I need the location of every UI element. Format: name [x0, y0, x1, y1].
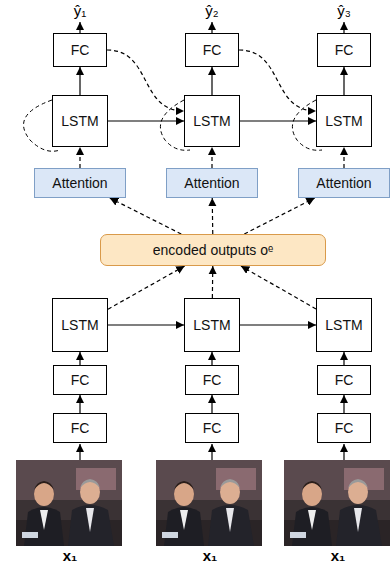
box-label: LSTM: [193, 317, 230, 333]
box-label: FC: [203, 42, 222, 58]
dashed-arrow: [107, 50, 184, 111]
attention-box: Attention: [34, 168, 126, 198]
input-arrow: [79, 444, 80, 460]
arrow: [79, 352, 80, 365]
dashed-arrow: [239, 50, 316, 111]
arrow: [79, 67, 80, 95]
lstm-cell: LSTM: [52, 298, 108, 352]
box-label: FC: [335, 420, 354, 436]
dashed-arrow: [79, 147, 80, 168]
box-label: Attention: [316, 175, 371, 191]
fc-layer: FC: [185, 33, 239, 67]
arrow: [108, 120, 184, 121]
fc-layer: FC: [317, 33, 371, 67]
dashed-arrow: [211, 147, 212, 168]
box-label: FC: [203, 420, 222, 436]
box-label: LSTM: [61, 113, 98, 129]
dashed-arrow: [343, 147, 344, 168]
arrow: [240, 324, 316, 325]
arrow: [108, 324, 184, 325]
output-label: ŷ₂: [205, 2, 218, 19]
fc-layer: FC: [185, 413, 239, 443]
lstm-cell: LSTM: [52, 95, 108, 147]
encoded-outputs: encoded outputs oᵉ: [100, 234, 326, 266]
input-label: x₁: [331, 547, 346, 564]
arrow: [343, 352, 344, 365]
arrow: [240, 120, 316, 121]
lstm-cell: LSTM: [184, 95, 240, 147]
box-label: FC: [71, 42, 90, 58]
arrow: [343, 67, 344, 95]
output-label: ŷ₃: [337, 2, 351, 19]
box-label: LSTM: [61, 317, 98, 333]
box-label: Attention: [52, 175, 107, 191]
arrow: [211, 395, 212, 413]
output-arrow: [79, 22, 80, 33]
box-label: LSTM: [193, 113, 230, 129]
box-label: LSTM: [325, 317, 362, 333]
arrow: [343, 395, 344, 413]
fc-layer: FC: [53, 413, 107, 443]
box-label: FC: [335, 372, 354, 388]
video-frame: [156, 460, 262, 546]
dashed-arrow: [212, 266, 214, 298]
fc-layer: FC: [317, 413, 371, 443]
input-arrow: [211, 444, 212, 460]
fc-layer: FC: [317, 365, 371, 395]
input-label: x₁: [63, 547, 78, 564]
box-label: LSTM: [325, 113, 362, 129]
arrow: [211, 352, 212, 365]
lstm-cell: LSTM: [316, 298, 372, 352]
input-arrow: [343, 444, 344, 460]
box-label: FC: [335, 42, 354, 58]
input-label: x₁: [203, 547, 218, 564]
box-label: FC: [71, 420, 90, 436]
fc-layer: FC: [185, 365, 239, 395]
dashed-arrow: [108, 266, 185, 309]
arrow: [79, 395, 80, 413]
output-arrow: [343, 22, 344, 33]
video-frame: [284, 460, 390, 546]
box-label: encoded outputs oᵉ: [153, 242, 273, 258]
arrow: [211, 67, 212, 95]
output-arrow: [211, 22, 212, 33]
dashed-arrow: [212, 198, 214, 234]
attention-box: Attention: [298, 168, 390, 198]
video-frame: [16, 460, 122, 546]
box-label: FC: [203, 372, 222, 388]
dashed-arrow: [241, 266, 316, 309]
dashed-arrow: [244, 198, 314, 234]
attention-box: Attention: [166, 168, 258, 198]
fc-layer: FC: [53, 33, 107, 67]
lstm-cell: LSTM: [316, 95, 372, 147]
fc-layer: FC: [53, 365, 107, 395]
dashed-arrow: [110, 198, 181, 234]
box-label: Attention: [184, 175, 239, 191]
lstm-cell: LSTM: [184, 298, 240, 352]
box-label: FC: [71, 372, 90, 388]
output-label: ŷ₁: [74, 2, 87, 19]
